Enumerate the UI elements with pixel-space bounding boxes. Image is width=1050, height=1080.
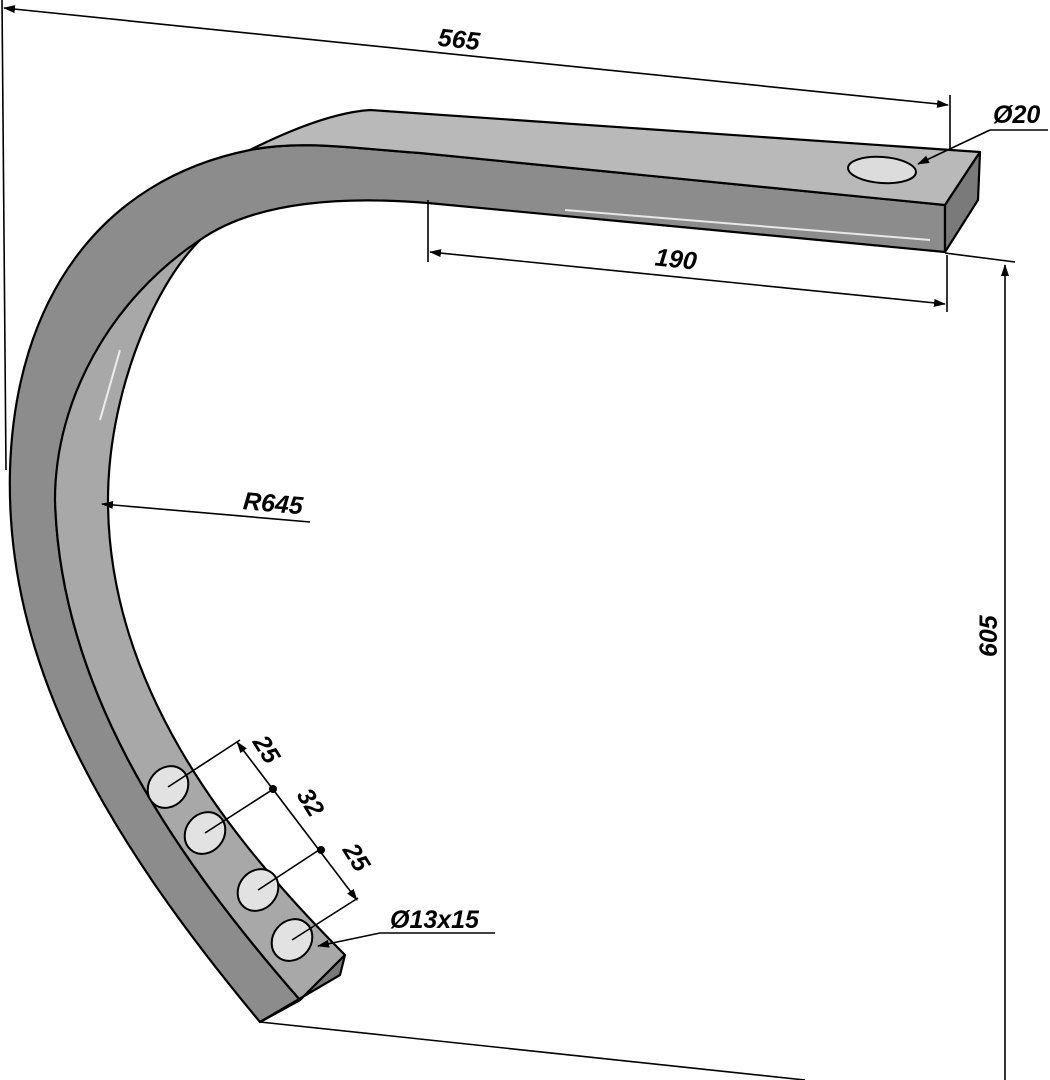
tine-tip-face [258,953,347,1024]
dim-overall-length: 565 [437,24,482,56]
dim-slot-holes: Ø13x15 [390,906,480,934]
dim-hole-spacing-3: 25 [336,837,376,877]
dim-radius: R645 [242,487,305,520]
mount-hole [847,155,917,185]
tine-part [8,108,982,1024]
dim-hole-spacing-1: 25 [246,729,286,769]
dim-straight-length: 190 [654,243,699,275]
tine-side-face [8,144,947,1024]
dim-mount-hole: Ø20 [993,101,1040,129]
tine-top-face [248,108,982,207]
dim-hole-spacing-2: 32 [291,783,330,822]
dim-height: 605 [975,614,1003,657]
